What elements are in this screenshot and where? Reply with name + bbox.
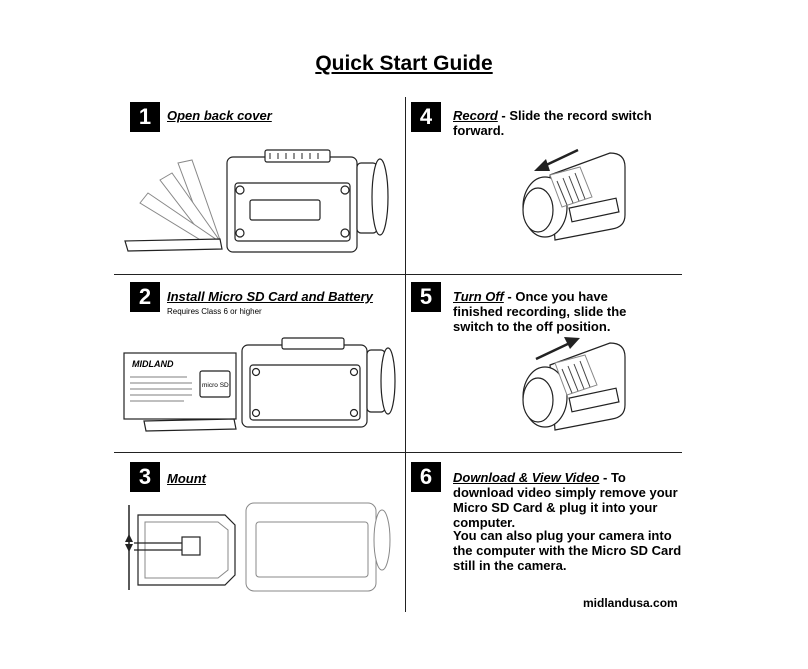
- mount-illustration: [125, 502, 391, 592]
- step-3-title: Mount: [167, 471, 206, 486]
- step-5-text: - Once you have finished recording, slid…: [453, 289, 627, 334]
- grid-divider-row2: [114, 452, 682, 453]
- step-4-text: - Slide the record switch forward.: [453, 108, 652, 138]
- battery-brand: MIDLAND: [132, 359, 174, 369]
- step-4-heading: Record - Slide the record switch forward…: [453, 108, 663, 138]
- step-1-heading: Open back cover: [167, 108, 397, 123]
- record-switch-illustration: [522, 148, 626, 241]
- step-4-number: 4: [411, 102, 441, 132]
- step-3-heading: Mount: [167, 471, 367, 486]
- step-2-note: Requires Class 6 or higher: [167, 307, 262, 316]
- step-6-text: - To download video simply remove your M…: [453, 470, 678, 530]
- camera-open-cover-illustration: [124, 149, 389, 253]
- page-title: Quick Start Guide: [315, 52, 493, 75]
- battery-sd-illustration: MIDLAND micro SD: [123, 337, 396, 432]
- step-6-extra: You can also plug your camera into the c…: [453, 528, 682, 573]
- step-6-heading: Download & View Video - To download vide…: [453, 470, 688, 530]
- step-5-title: Turn Off: [453, 289, 504, 304]
- step-5-number: 5: [411, 282, 441, 312]
- step-3-number: 3: [130, 462, 160, 492]
- step-1-number: 1: [130, 102, 160, 132]
- sd-card-label: micro SD: [202, 382, 229, 389]
- step-4-title: Record: [453, 108, 498, 123]
- off-switch-illustration: [522, 337, 626, 431]
- step-5-heading: Turn Off - Once you have finished record…: [453, 289, 658, 334]
- step-1-title: Open back cover: [167, 108, 272, 123]
- step-6-number: 6: [411, 462, 441, 492]
- step-2-number: 2: [130, 282, 160, 312]
- step-2-title: Install Micro SD Card and Battery: [167, 289, 373, 304]
- step-6-title: Download & View Video: [453, 470, 600, 485]
- grid-divider-vertical: [405, 97, 406, 612]
- grid-divider-row1: [114, 274, 682, 275]
- step-2-heading: Install Micro SD Card and Battery: [167, 289, 402, 304]
- website-footer: midlandusa.com: [583, 596, 678, 610]
